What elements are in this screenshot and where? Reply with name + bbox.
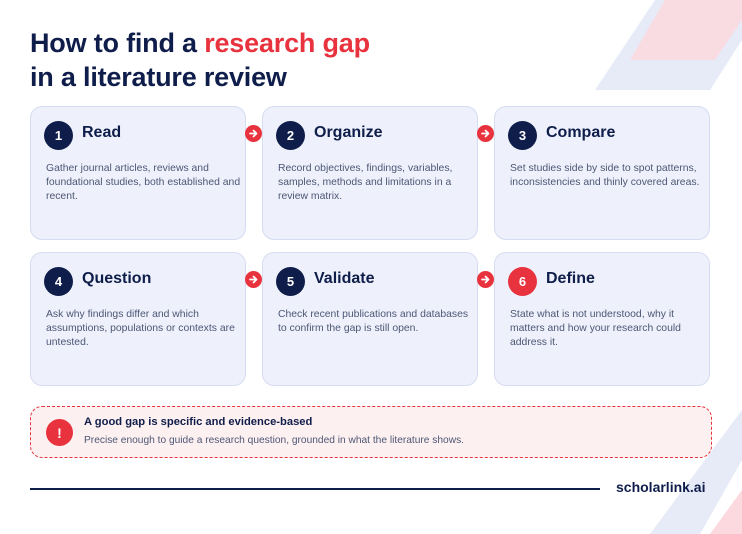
title-line1-start: How to find a xyxy=(30,28,205,58)
page-title: How to find a research gap in a literatu… xyxy=(30,26,510,94)
title-line2: in a literature review xyxy=(30,62,287,92)
step-number-badge: 3 xyxy=(508,121,537,150)
arrow-right-icon xyxy=(245,271,262,288)
arrow-right-icon xyxy=(477,271,494,288)
step-number-badge: 4 xyxy=(44,267,73,296)
step-card-compare: 3 Compare Set studies side by side to sp… xyxy=(494,106,710,240)
step-card-organize: 2 Organize Record objectives, findings, … xyxy=(262,106,478,240)
step-title: Question xyxy=(82,270,152,287)
step-number-badge: 5 xyxy=(276,267,305,296)
exclamation-icon: ! xyxy=(46,419,73,446)
arrow-right-icon xyxy=(245,125,262,142)
step-description: Record objectives, findings, variables, … xyxy=(278,163,453,202)
top-right-decoration xyxy=(595,0,742,90)
step-title: Compare xyxy=(546,124,616,141)
step-description: Gather journal articles, reviews and fou… xyxy=(46,163,241,202)
step-description: State what is not understood, why it mat… xyxy=(510,309,681,348)
callout-text: Precise enough to guide a research quest… xyxy=(84,435,465,446)
step-title: Validate xyxy=(314,270,375,287)
callout-title: A good gap is specific and evidence-base… xyxy=(84,416,313,428)
step-description: Set studies side by side to spot pattern… xyxy=(510,163,700,188)
step-title: Read xyxy=(82,124,122,141)
step-card-question: 4 Question Ask why findings differ and w… xyxy=(30,252,246,386)
step-number-badge: 1 xyxy=(44,121,73,150)
step-description: Check recent publications and databases … xyxy=(278,309,469,334)
step-number-badge: 2 xyxy=(276,121,305,150)
step-title: Define xyxy=(546,270,595,287)
step-card-read: 1 Read Gather journal articles, reviews … xyxy=(30,106,246,240)
step-card-validate: 5 Validate Check recent publications and… xyxy=(262,252,478,386)
tip-callout: ! A good gap is specific and evidence-ba… xyxy=(30,406,712,458)
step-title: Organize xyxy=(314,124,383,141)
footer-divider xyxy=(30,488,600,490)
arrow-right-icon xyxy=(477,125,494,142)
step-number-badge: 6 xyxy=(508,267,537,296)
title-accent: research gap xyxy=(204,28,370,58)
step-description: Ask why findings differ and which assump… xyxy=(46,309,235,348)
brand-logo-text: scholarlink.ai xyxy=(616,479,706,495)
step-card-define: 6 Define State what is not understood, w… xyxy=(494,252,710,386)
